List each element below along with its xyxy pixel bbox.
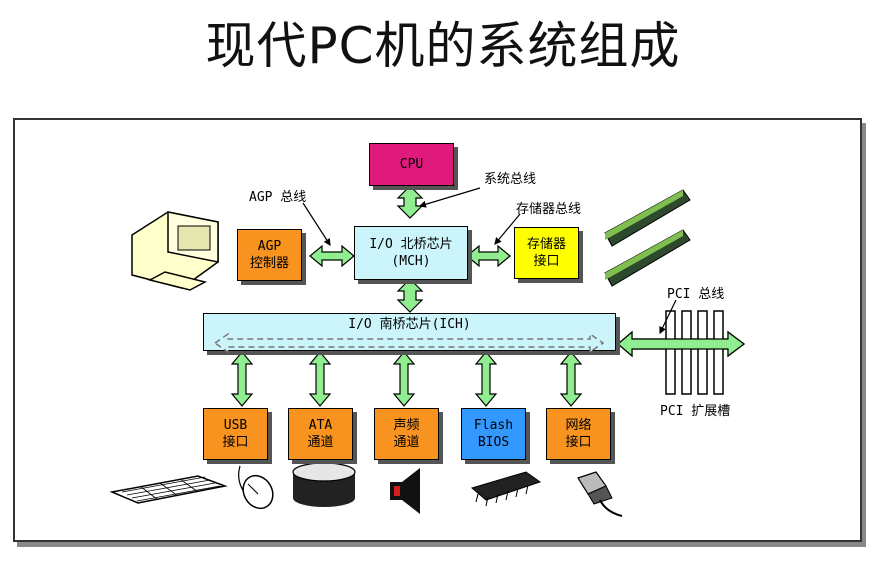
flash-label-2: BIOS	[477, 435, 510, 450]
audio-box: 声频 通道	[374, 408, 439, 460]
pci-bus-label: PCI 总线	[667, 287, 725, 302]
memory-module-icon	[604, 189, 691, 287]
pci-slots	[665, 310, 724, 395]
audio-label-1: 声频	[393, 418, 420, 433]
flash-label-1: Flash	[473, 418, 514, 433]
mem-label-1: 存储器	[526, 237, 566, 252]
ata-link-arrow	[308, 351, 332, 407]
agp-label-2: 控制器	[249, 256, 289, 271]
system-bus-arrow	[396, 185, 424, 219]
net-label-1: 网络	[565, 418, 592, 433]
ich-label: I/O 南桥芯片(ICH)	[348, 317, 471, 332]
hub-link-arrow	[396, 278, 424, 313]
usb-box: USB 接口	[203, 408, 268, 460]
chip-icon	[470, 471, 542, 507]
memory-bus-label: 存储器总线	[516, 202, 582, 217]
speaker-icon	[390, 468, 420, 514]
agp-bus-label: AGP 总线	[249, 190, 307, 205]
usb-label-1: USB	[223, 418, 248, 433]
audio-link-arrow	[392, 351, 416, 407]
usb-link-arrow	[230, 351, 254, 407]
network-connector-icon	[577, 471, 623, 517]
monitor-icon	[131, 211, 219, 291]
system-bus-label: 系统总线	[484, 172, 537, 187]
pci-slot-label: PCI 扩展槽	[660, 404, 731, 419]
usb-label-2: 接口	[222, 435, 249, 450]
disk-icon	[292, 462, 356, 507]
network-box: 网络 接口	[546, 408, 611, 460]
audio-label-2: 通道	[393, 435, 420, 450]
net-link-arrow	[559, 351, 583, 407]
cpu-box: CPU	[369, 143, 454, 186]
ata-label-1: ATA	[308, 418, 333, 433]
south-bridge-box: I/O 南桥芯片(ICH)	[203, 313, 616, 351]
ata-box: ATA 通道	[288, 408, 353, 460]
keyboard-icon	[109, 475, 228, 504]
agp-controller-box: AGP 控制器	[237, 229, 302, 281]
ata-label-2: 通道	[307, 435, 334, 450]
agp-label-1: AGP	[257, 239, 282, 254]
north-bridge-box: I/O 北桥芯片 (MCH)	[354, 226, 468, 280]
agp-bus-arrow	[309, 244, 355, 268]
net-label-2: 接口	[565, 435, 592, 450]
flash-link-arrow	[474, 351, 498, 407]
memory-interface-box: 存储器 接口	[514, 227, 579, 279]
mch-label-2: (MCH)	[391, 254, 431, 269]
mem-label-2: 接口	[533, 254, 560, 269]
memory-bus-arrow	[466, 244, 511, 268]
mch-label-1: I/O 北桥芯片	[369, 237, 453, 252]
flash-bios-box: Flash BIOS	[461, 408, 526, 460]
diagram-title: 现代PC机的系统组成	[205, 17, 681, 75]
cpu-label: CPU	[399, 157, 424, 172]
mouse-icon	[238, 465, 274, 510]
